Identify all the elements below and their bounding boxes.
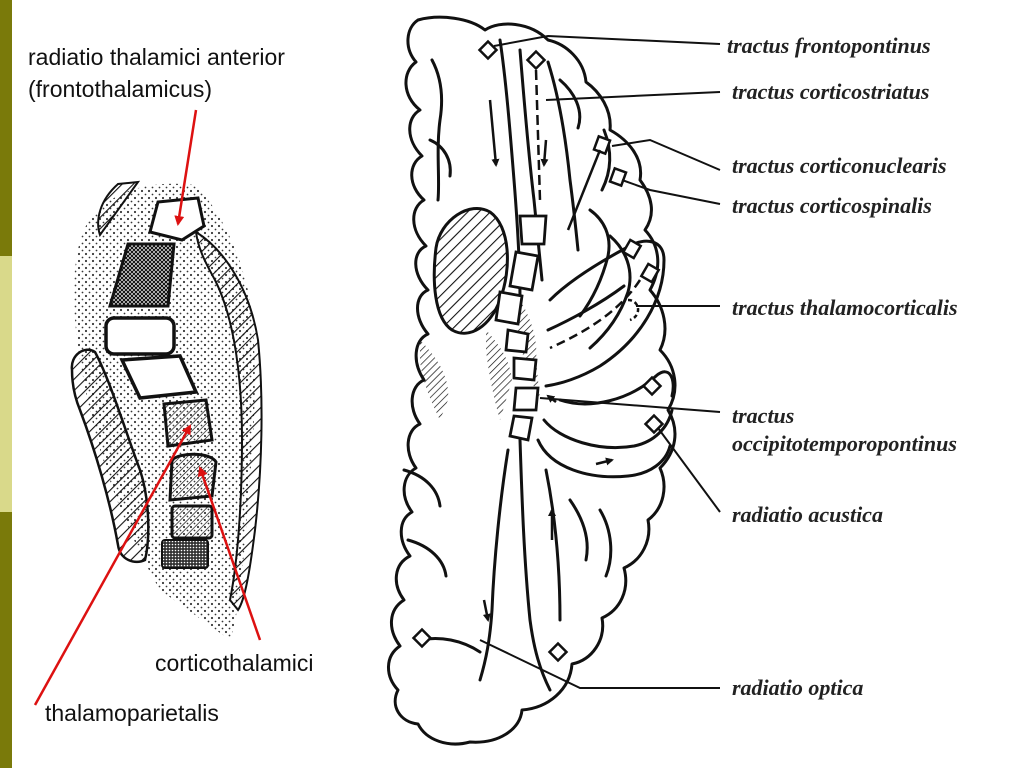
label-corticothalamici: corticothalamici	[155, 650, 314, 676]
internal-capsule-section	[70, 180, 263, 641]
label-radiatio-anterior: radiatio thalamici anterior	[28, 44, 285, 70]
label-tractus-thalamocorticalis: tractus thalamocorticalis	[732, 295, 958, 320]
label-tractus-corticonuclearis: tractus corticonuclearis	[732, 153, 947, 178]
label-radiatio-optica: radiatio optica	[732, 675, 864, 700]
fiber-blocks	[494, 214, 548, 442]
label-radiatio-acustica: radiatio acustica	[732, 502, 883, 527]
red-label-arrows	[33, 109, 262, 706]
leader-lines	[479, 34, 721, 689]
label-frontothalamicus: (frontothalamicus)	[28, 76, 213, 102]
label-tractus: tractus	[732, 403, 795, 428]
stripe-light	[0, 256, 12, 512]
tract-markers	[411, 39, 665, 663]
label-thalamoparietalis: thalamoparietalis	[45, 700, 219, 726]
label-tractus-corticospinalis: tractus corticospinalis	[732, 193, 932, 218]
stripe-dark-bottom	[0, 512, 12, 768]
label-tractus-frontopontinus: tractus frontopontinus	[727, 33, 931, 58]
stripe-dark-top	[0, 0, 12, 256]
label-tractus-corticostriatus: tractus corticostriatus	[732, 79, 930, 104]
fiber-tracts	[482, 69, 642, 622]
label-occipitotemporopontinus: occipitotemporopontinus	[732, 431, 957, 456]
